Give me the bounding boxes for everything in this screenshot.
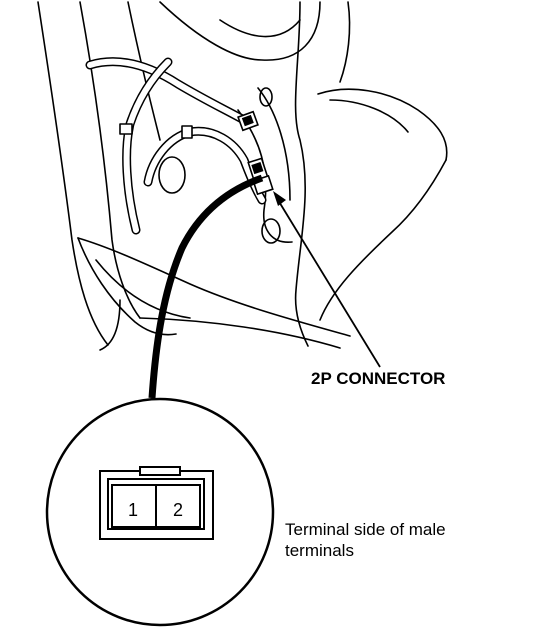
detail-caption-line-2: terminals	[285, 541, 354, 560]
detail-lead-line	[148, 174, 264, 399]
connector-upper	[237, 110, 259, 132]
detail-caption: Terminal side of male terminals	[285, 519, 525, 561]
terminal-1-label: 1	[128, 500, 138, 520]
wire-harness	[85, 57, 267, 235]
body-panel-linework	[37, 1, 448, 351]
detail-caption-line-1: Terminal side of male	[285, 520, 446, 539]
terminal-2-label: 2	[173, 500, 183, 520]
connector-callout-label: 2P CONNECTOR	[311, 369, 446, 388]
connector-face	[99, 466, 214, 540]
callout-arrow	[273, 191, 381, 368]
